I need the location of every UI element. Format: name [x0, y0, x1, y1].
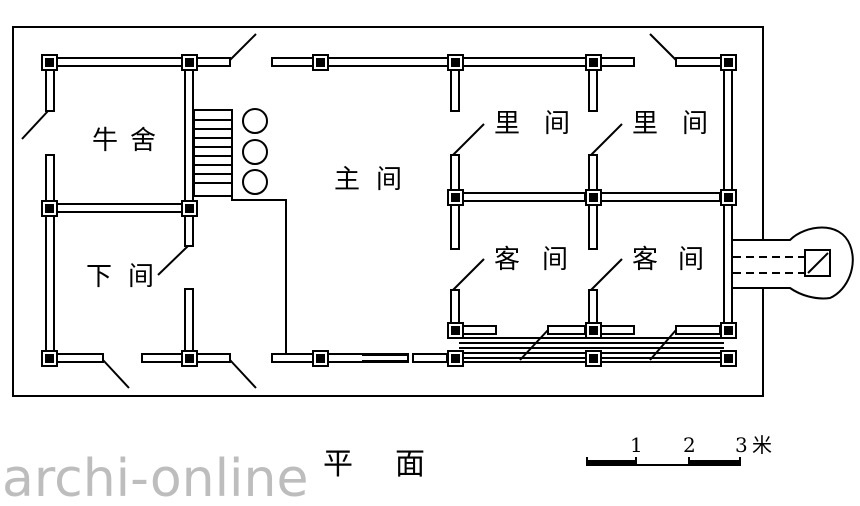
scale-tick-1: 1 — [630, 433, 643, 457]
room-label-inner-2: 里 间 — [632, 109, 708, 139]
room-label-guest-1: 客 间 — [494, 245, 568, 275]
scale-tick-3: 3 — [735, 433, 748, 457]
scale-unit: 米 — [752, 433, 772, 457]
kitchen-partition — [231, 110, 287, 354]
room-label-inner-1: 里 间 — [494, 109, 570, 139]
toilet-annex — [733, 226, 854, 300]
bottom-window — [362, 354, 408, 362]
plan-caption: 平 面 — [323, 447, 425, 482]
room-label-lower: 下 间 — [86, 262, 154, 292]
watermark: archi-online — [2, 449, 308, 506]
room-label-main-hall: 主 间 — [334, 165, 402, 195]
jars — [242, 108, 268, 195]
scale-tick-2: 2 — [683, 433, 696, 457]
columns — [41, 54, 737, 367]
door-swings — [21, 33, 677, 389]
site-outline — [12, 26, 764, 397]
room-label-guest-2: 客 间 — [632, 245, 704, 275]
room-label-cowshed: 牛 舍 — [92, 126, 156, 156]
scale-bar — [586, 457, 741, 466]
staircase — [193, 109, 233, 197]
interior-walls — [56, 68, 721, 353]
